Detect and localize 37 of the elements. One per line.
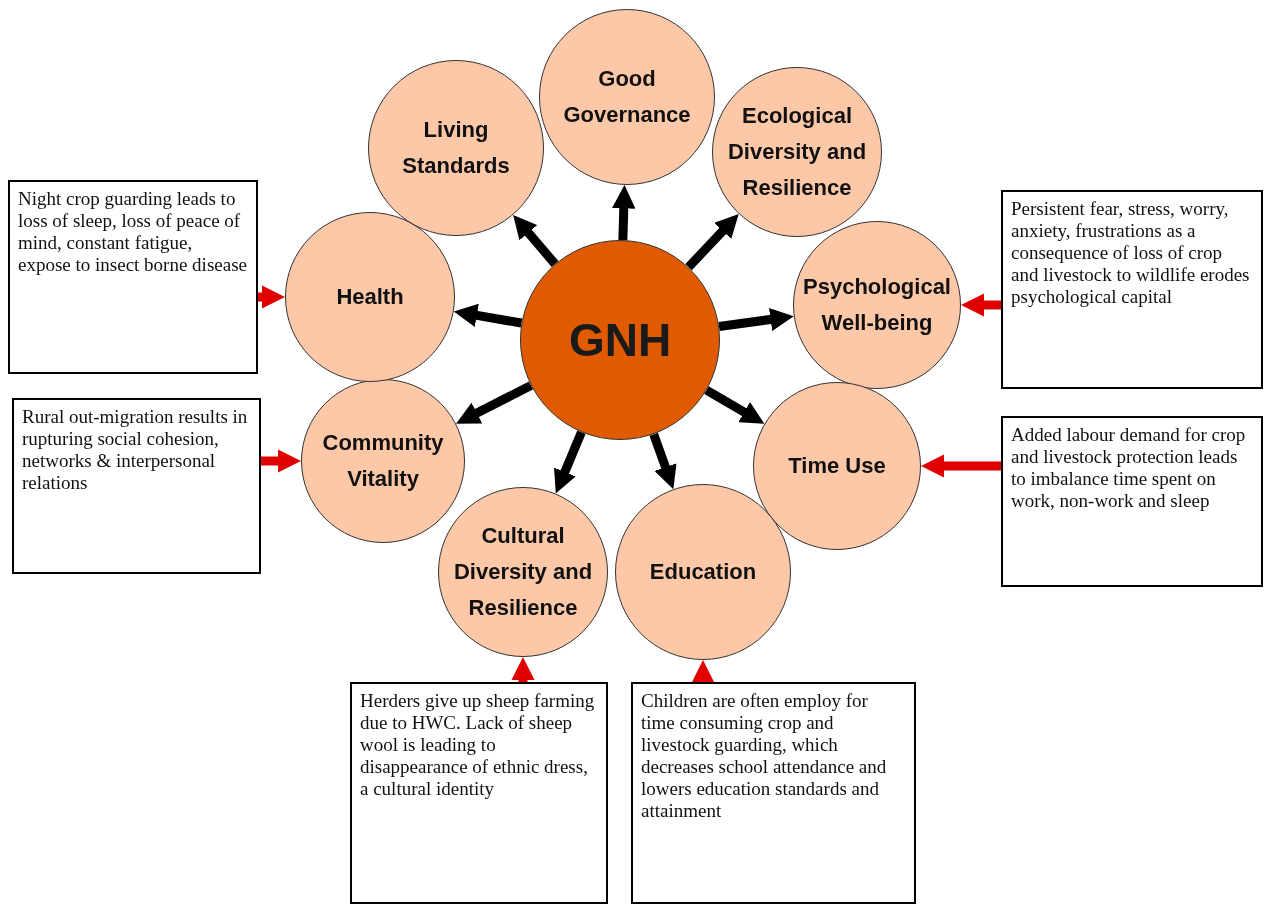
note-box: [1001, 190, 1263, 389]
note-box: [12, 398, 261, 574]
circle-label: Ecological Diversity and Resilience: [726, 102, 868, 202]
arrow: [258, 285, 285, 309]
arrow: [513, 214, 559, 267]
circle-label: Health: [336, 283, 404, 311]
note-box: [631, 682, 916, 904]
circle-label: Cultural Diversity and Resilience: [452, 522, 594, 622]
arrow: [649, 432, 677, 490]
circle-label: Living Standards: [401, 116, 511, 180]
arrow: [554, 430, 586, 494]
circle-label: Psychological Well-being: [803, 273, 951, 337]
arrow: [704, 386, 765, 424]
circle-label: Time Use: [788, 452, 886, 480]
arrow: [961, 293, 1001, 317]
arrow: [453, 303, 523, 328]
note-box: [350, 682, 608, 904]
note-text: Added labour demand for crop and livestock protection leads to imbalance time spent on work, non-work and sleep: [1011, 424, 1247, 512]
arrow: [691, 660, 715, 684]
circle-label: GNH: [568, 312, 672, 368]
note-text: Night crop guarding leads to loss of sleep, loss of peace of mind, constant fatigue, expose to insect borne disease: [18, 188, 248, 276]
circle-label: Education: [649, 558, 757, 586]
arrow: [718, 307, 794, 332]
arrow: [685, 213, 739, 271]
arrow: [456, 381, 533, 424]
note-text: Persistent fear, stress, worry, anxiety, frustrations as a consequence of loss of crop and livestock to wildlife erodes psychological capital: [1011, 198, 1251, 308]
note-box: [1001, 416, 1263, 587]
circle-label: Good Governance: [562, 65, 692, 129]
arrow: [612, 184, 636, 241]
arrow: [261, 449, 301, 473]
note-box: [8, 180, 258, 374]
arrow: [511, 657, 535, 682]
note-text: Herders give up sheep farming due to HWC. Lack of sheep wool is leading to disappearance of ethnic dress, a cultural identity: [360, 690, 596, 800]
note-text: Rural out-migration results in rupturing social cohesion, networks & interpersonal relations: [22, 406, 249, 494]
note-text: Children are often employ for time consuming crop and livestock guarding, which decreases school attendance and lowers education standards and attainment: [641, 690, 888, 822]
circle-label: Community Vitality: [321, 429, 445, 493]
arrow: [921, 454, 1001, 478]
